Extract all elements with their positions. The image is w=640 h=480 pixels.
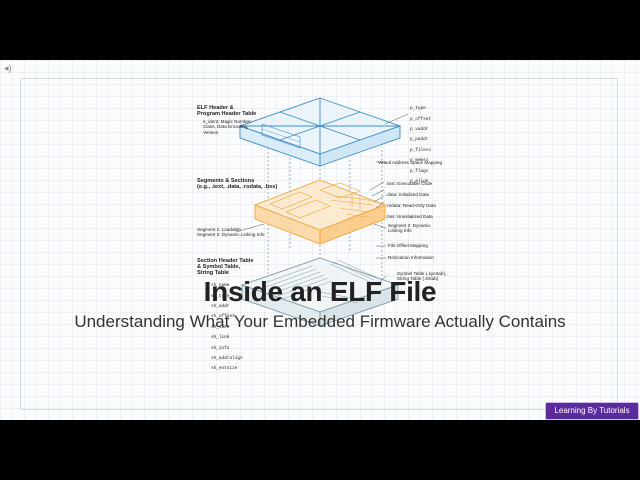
program-field: p_filesz — [410, 147, 432, 153]
section-items: .text: Executable Code .data: Initialize… — [386, 176, 436, 225]
section-field: sh_size — [211, 324, 230, 330]
virtual-address-label: Virtual Address Space Mapping — [378, 160, 443, 165]
section-field: sh_info — [211, 345, 230, 351]
program-field: p_flags — [410, 168, 429, 174]
channel-badge[interactable]: Learning By Tutorials — [545, 402, 639, 420]
slide-subtitle: Understanding What Your Embedded Firmwar… — [74, 312, 566, 331]
slide-title: Inside an ELF File — [203, 276, 437, 307]
slide-frame — [20, 78, 618, 410]
segment-right-label: Segment 2: Dynamic Linking Info — [388, 223, 431, 234]
video-top-letterbox — [0, 0, 640, 60]
program-field: p_align — [410, 179, 429, 185]
segments-heading: Segments & Sections (e.g., .text, .data,… — [197, 178, 278, 191]
program-field: p_vaddr — [410, 127, 429, 133]
section-field: sh_offset — [211, 314, 235, 320]
program-field: p_type — [410, 106, 426, 112]
elf-header-layer — [238, 97, 402, 167]
segment-left-label: Segment 1: Loadable Segment 2: Dynamic L… — [197, 227, 265, 238]
section-item: .rodata: Read-Only Data — [386, 203, 436, 209]
program-field: p_paddr — [410, 137, 429, 143]
section-table-layer — [240, 257, 400, 327]
program-field: p_memsz — [410, 158, 429, 164]
section-item: .text: Executable Code — [386, 181, 433, 187]
section-field: sh_addralign — [211, 356, 243, 362]
section-field: sh_addr — [211, 304, 230, 310]
section-table-heading: Section Header Table & Symbol Table, Str… — [197, 258, 254, 277]
program-field: p_offset — [410, 116, 432, 122]
section-field: sh_name — [211, 283, 230, 289]
section-field: sh_link — [211, 335, 230, 341]
program-header-fields: p_type p_offset p_vaddr p_paddr p_filesz… — [410, 101, 431, 189]
section-item: .data: Initialized Data — [386, 192, 429, 198]
elf-header-detail: e_ident: Magic Number, Class, Data Encod… — [203, 119, 252, 135]
section-field: sh_entsize — [211, 366, 238, 372]
speaker-icon[interactable]: ◂) — [4, 63, 12, 73]
section-field: sh_type — [211, 293, 230, 299]
relocation-label: Relocation Information — [388, 255, 434, 260]
section-item: .bss: Uninitialized Data — [386, 213, 433, 219]
section-header-fields: sh_name sh_type sh_addr sh_offset sh_siz… — [211, 278, 243, 377]
elf-header-heading: ELF Header & Program Header Table — [197, 105, 257, 118]
file-offset-label: File Offset Mapping — [388, 243, 428, 248]
segments-layer — [253, 179, 387, 245]
video-bottom-letterbox — [0, 420, 640, 480]
symbol-table-label: Symbol Table (.symtab), String Table (.s… — [397, 271, 447, 282]
